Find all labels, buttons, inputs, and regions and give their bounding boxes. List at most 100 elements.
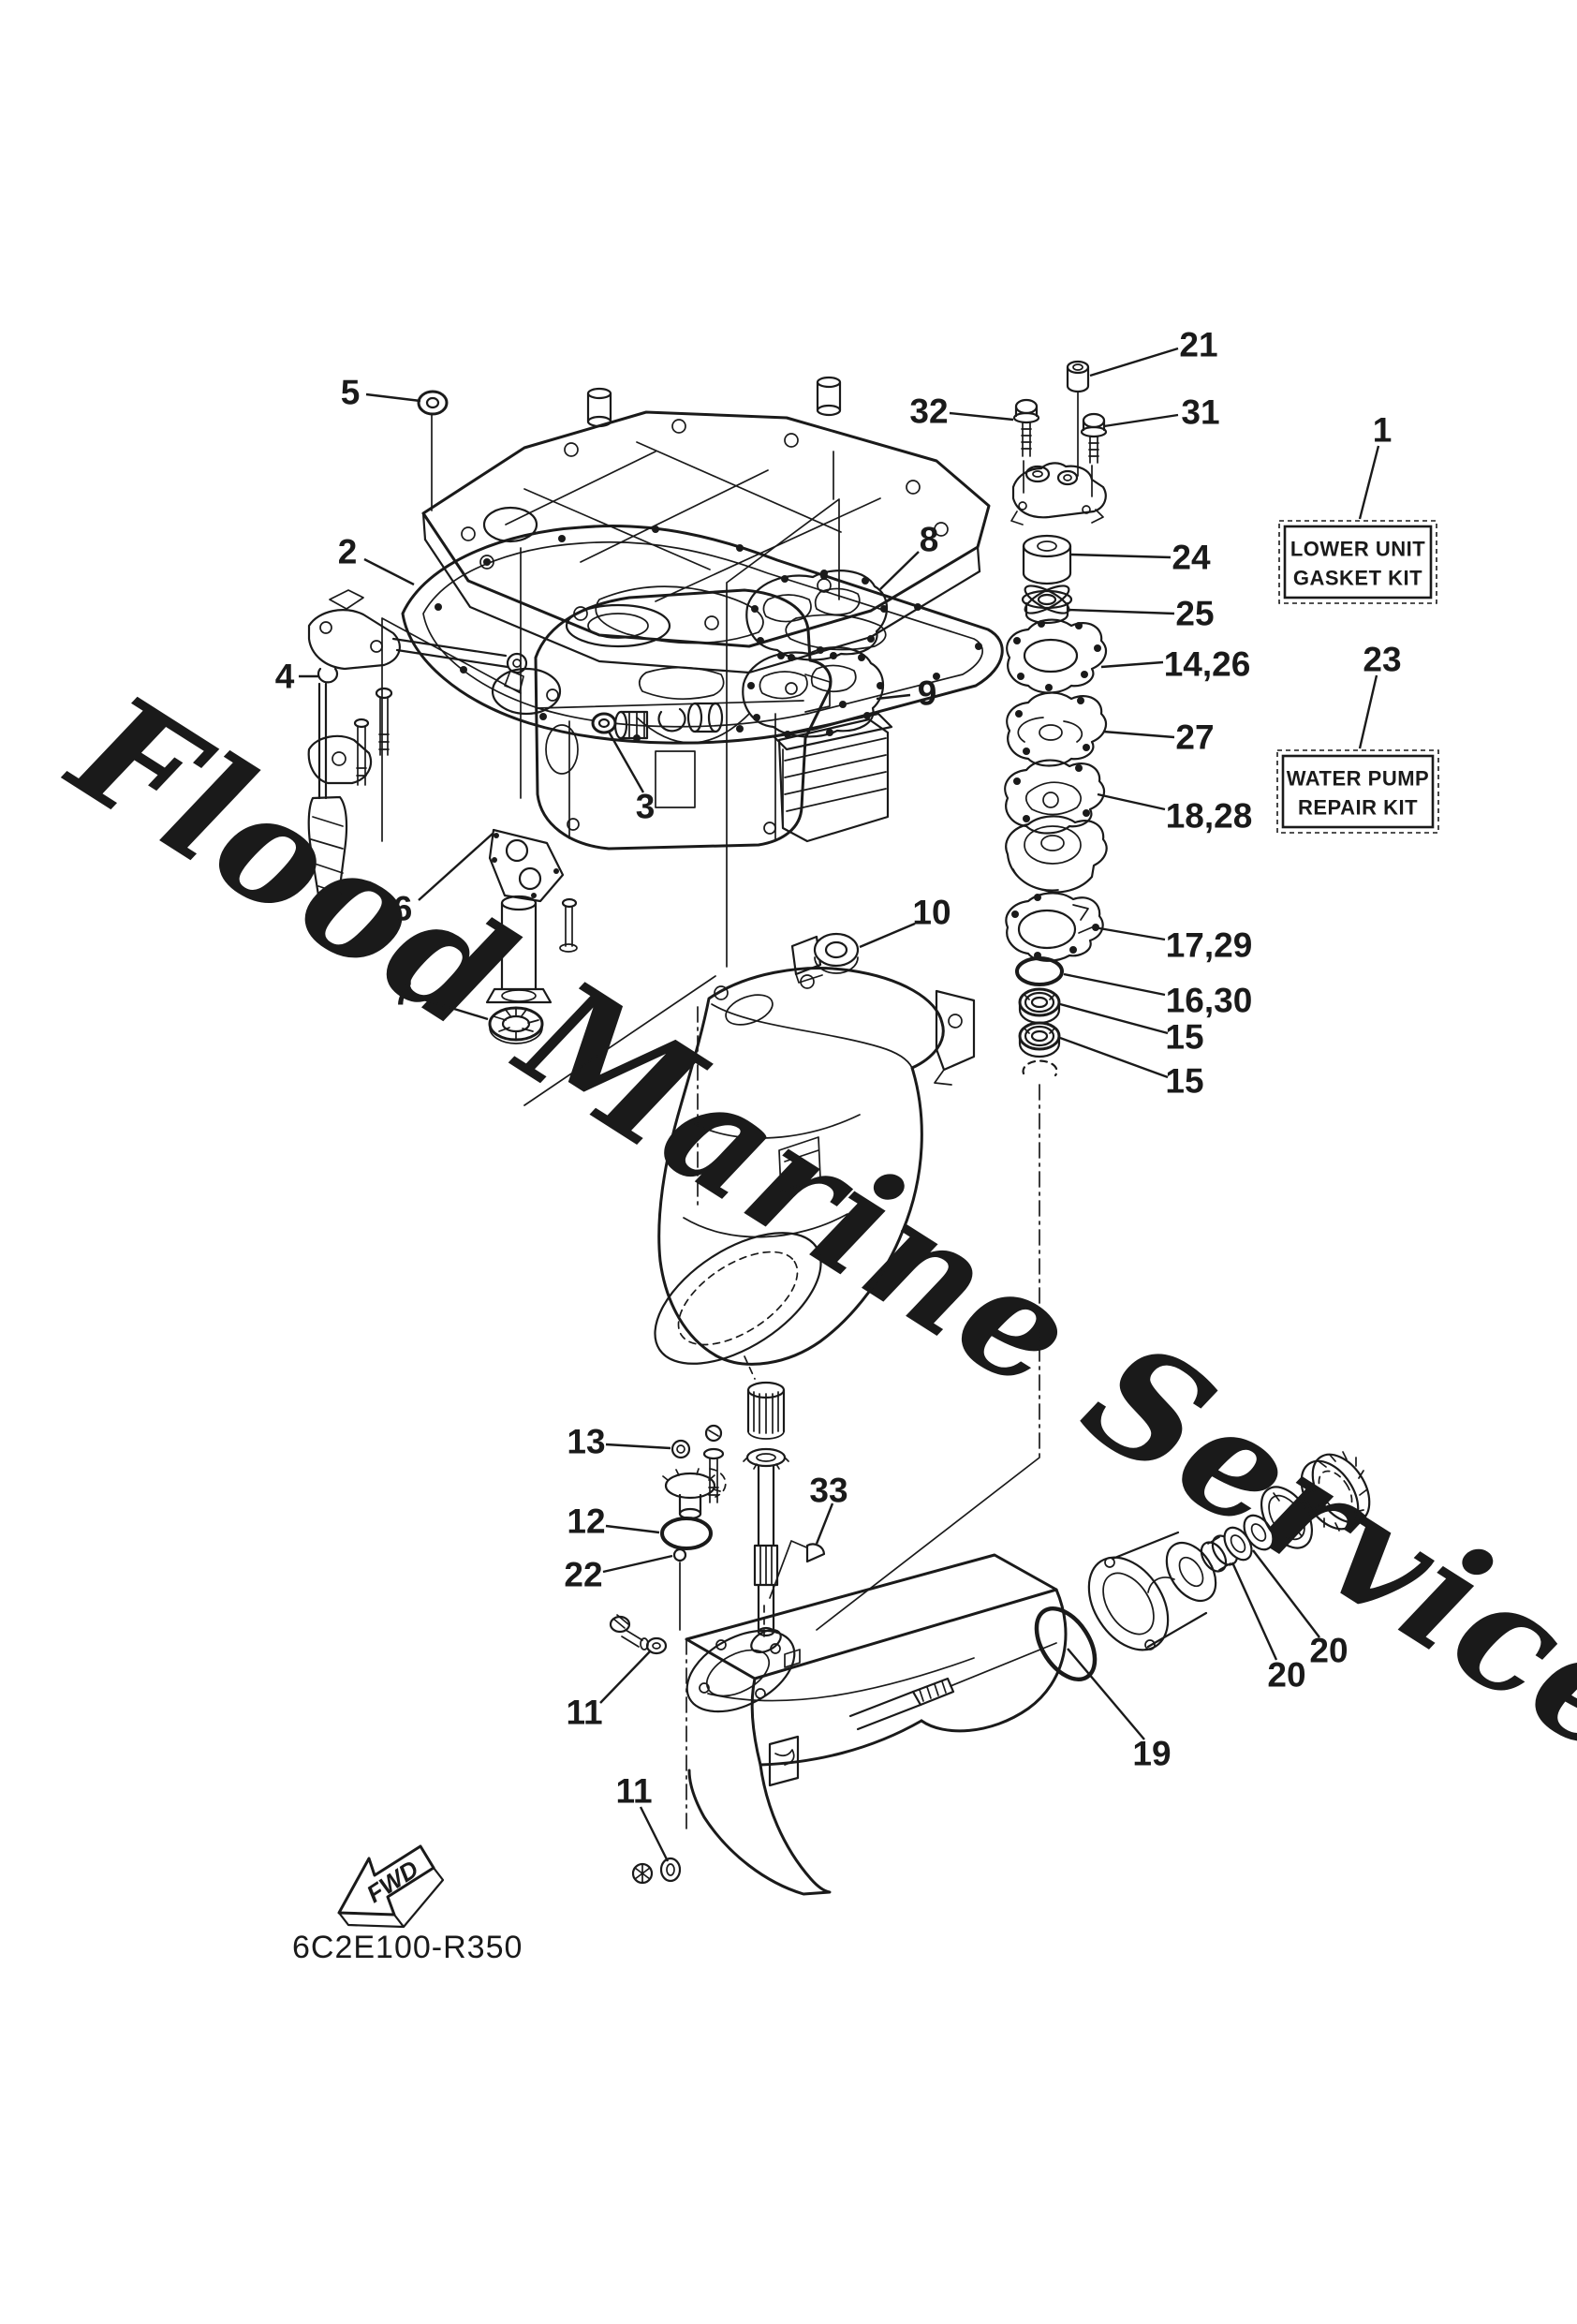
callout-leader-11 (639, 1806, 670, 1862)
callout-leader-16,30 (1063, 972, 1166, 997)
gearcase-drawing (685, 1553, 1068, 1896)
washer-nut-11-lower-drawing (631, 1857, 682, 1885)
drive-shaft-drawing (743, 1381, 789, 1637)
impeller-25-drawing (1021, 585, 1073, 625)
callout-3: 3 (636, 788, 656, 826)
callout-leader-9 (876, 693, 911, 701)
water-pump-repair-kit: WATER PUMP REPAIR KIT (1276, 749, 1439, 834)
circlip-drawing (1022, 1059, 1058, 1077)
callout-21: 21 (1179, 326, 1217, 364)
callout-1: 1 (1373, 411, 1393, 450)
callout-16,30: 16,30 (1166, 982, 1253, 1020)
callout-leader-7 (420, 997, 489, 1021)
pinion-gear-group-drawing (662, 1424, 727, 1520)
callout-27: 27 (1175, 718, 1214, 757)
callout-leader-10 (859, 922, 916, 949)
bearing-carrier-drawing (1087, 1531, 1217, 1651)
water-pump-repair-kit-line-1: WATER PUMP (1287, 767, 1429, 791)
bearing-15-upper-drawing (1018, 987, 1061, 1025)
callout-leader-6 (418, 833, 494, 901)
callout-leader-3 (607, 731, 645, 793)
callout-24: 24 (1172, 539, 1211, 577)
callout-22: 22 (564, 1556, 602, 1594)
callout-leader-25 (1069, 608, 1175, 615)
muffler-drawing (772, 712, 893, 843)
washer-5-drawing (417, 390, 449, 416)
callout-leader-24 (1070, 553, 1172, 559)
lower-unit-gasket-kit-line-2: GASKET KIT (1293, 567, 1422, 590)
shift-bracket-drawing (1010, 462, 1107, 525)
callout-4: 4 (275, 658, 295, 696)
lower-engine-cover-drawing (654, 967, 976, 1366)
gasket-bolt-holes (435, 525, 982, 742)
callout-33: 33 (809, 1472, 847, 1510)
callout-leader-20 (1252, 1549, 1320, 1638)
nut-13-drawing (671, 1439, 691, 1459)
pump-plate-27-drawing (1006, 691, 1108, 767)
callout-leader-18,28 (1097, 792, 1166, 811)
ring-22-drawing (672, 1547, 687, 1562)
water-pump-repair-kit-outer-border (1276, 749, 1439, 834)
callout-15: 15 (1165, 1062, 1203, 1101)
pump-insert-24-drawing (1022, 534, 1072, 585)
callout-13: 13 (567, 1423, 605, 1461)
callout-9: 9 (918, 674, 937, 713)
water-pump-repair-kit-inner-border (1281, 754, 1435, 829)
callout-2: 2 (338, 533, 358, 571)
pump-gasket-14-26-drawing (1006, 618, 1108, 694)
callout-20: 20 (1309, 1632, 1348, 1670)
callout-leader-21 (1089, 347, 1179, 377)
oring-19-drawing (1034, 1606, 1098, 1682)
pump-gasket-18-28-drawing (1004, 759, 1106, 835)
callout-leader-17,29 (1093, 925, 1166, 941)
callout-leader-23 (1358, 674, 1378, 749)
cylinder-gasket-8-drawing (745, 570, 888, 661)
callout-25: 25 (1175, 595, 1214, 633)
gasket-17-29-drawing (1005, 892, 1104, 962)
anode-plug-parts-drawing (613, 702, 724, 740)
callout-leader-19 (1067, 1648, 1145, 1740)
callout-32: 32 (909, 392, 948, 431)
lower-unit-gasket-kit-line-1: LOWER UNIT (1290, 538, 1425, 561)
callout-leader-32 (949, 411, 1014, 422)
pump-housing-drawing (1005, 815, 1108, 894)
callout-8: 8 (920, 521, 939, 559)
callout-leader-31 (1103, 413, 1179, 428)
callout-18,28: 18,28 (1166, 797, 1253, 836)
callout-leader-15 (1059, 1002, 1169, 1035)
lower-unit-gasket-kit-inner-border (1283, 525, 1433, 600)
callout-31: 31 (1181, 393, 1219, 432)
callout-leader-22 (602, 1554, 673, 1574)
clamp-4-drawing (317, 667, 339, 684)
water-tube-flange-gasket-drawing (488, 828, 565, 903)
callout-20: 20 (1267, 1656, 1305, 1695)
callout-leader-14,26 (1100, 660, 1164, 669)
callout-12: 12 (567, 1502, 605, 1541)
callout-10: 10 (912, 894, 951, 932)
callout-leader-33 (815, 1502, 834, 1545)
bolt-32-drawing (1012, 398, 1040, 457)
callout-leader-12 (605, 1524, 660, 1534)
upper-casing-drawing (534, 588, 833, 851)
lower-unit-gasket-kit: LOWER UNIT GASKET KIT (1278, 520, 1437, 604)
callout-leader-15 (1059, 1036, 1169, 1079)
callout-11: 11 (615, 1772, 652, 1811)
callout-leader-2 (363, 557, 415, 586)
callout-leader-11 (599, 1650, 652, 1704)
callout-leader-20 (1231, 1562, 1278, 1661)
seal-7-drawing (488, 1006, 544, 1044)
exhaust-guide-plate-drawing (421, 376, 991, 674)
callout-leader-1 (1358, 445, 1380, 520)
callout-19: 19 (1132, 1735, 1171, 1773)
callout-leader-27 (1102, 730, 1175, 739)
callout-leader-5 (365, 392, 421, 403)
kit-boxes-layer: LOWER UNIT GASKET KIT WATER PUMP REPAIR KIT (1276, 520, 1439, 834)
lower-unit-gasket-kit-outer-border (1278, 520, 1437, 604)
water-pump-repair-kit-line-2: REPAIR KIT (1298, 796, 1418, 820)
callout-5: 5 (341, 374, 361, 412)
oring-12-drawing (660, 1517, 713, 1550)
callout-11: 11 (566, 1694, 602, 1732)
seal-3-drawing (591, 712, 617, 734)
